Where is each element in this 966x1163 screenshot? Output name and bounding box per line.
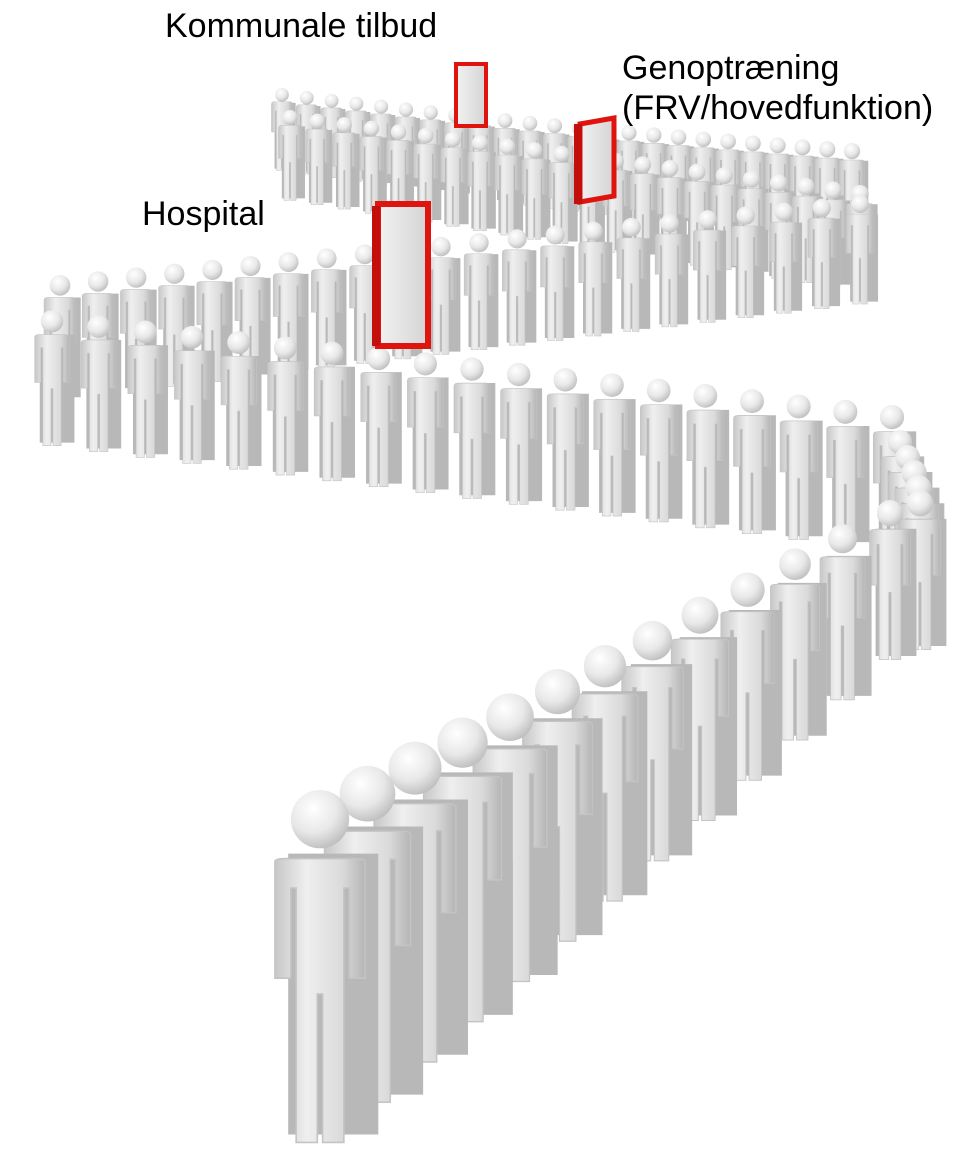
label-hospital: Hospital <box>142 194 265 234</box>
person-figure <box>454 358 495 499</box>
person-figure <box>541 225 575 340</box>
person-figure <box>594 373 636 516</box>
person-figure <box>827 400 870 546</box>
door-genoptraening <box>574 118 614 204</box>
person-figure <box>407 352 448 492</box>
person-figure <box>687 384 729 528</box>
label-genoptraening-line2: (FRV/hovedfunktion) <box>622 88 933 128</box>
person-figure <box>501 363 543 505</box>
label-kommunale-tilbud: Kommunale tilbud <box>165 6 437 46</box>
person-figure <box>464 233 498 350</box>
person-figure <box>547 368 589 510</box>
person-figure <box>640 379 682 522</box>
person-figure <box>361 347 402 487</box>
door-hospital <box>372 204 428 346</box>
label-genoptraening: Genoptræning (FRV/hovedfunktion) <box>622 48 933 128</box>
label-genoptraening-line1: Genoptræning <box>622 49 839 87</box>
person-figure <box>426 237 460 354</box>
person-figure <box>820 524 872 700</box>
person-figure <box>502 229 536 345</box>
door-kommunale <box>456 64 486 126</box>
people-queue <box>35 88 947 1142</box>
person-figure <box>780 394 823 539</box>
person-figure <box>734 389 776 534</box>
